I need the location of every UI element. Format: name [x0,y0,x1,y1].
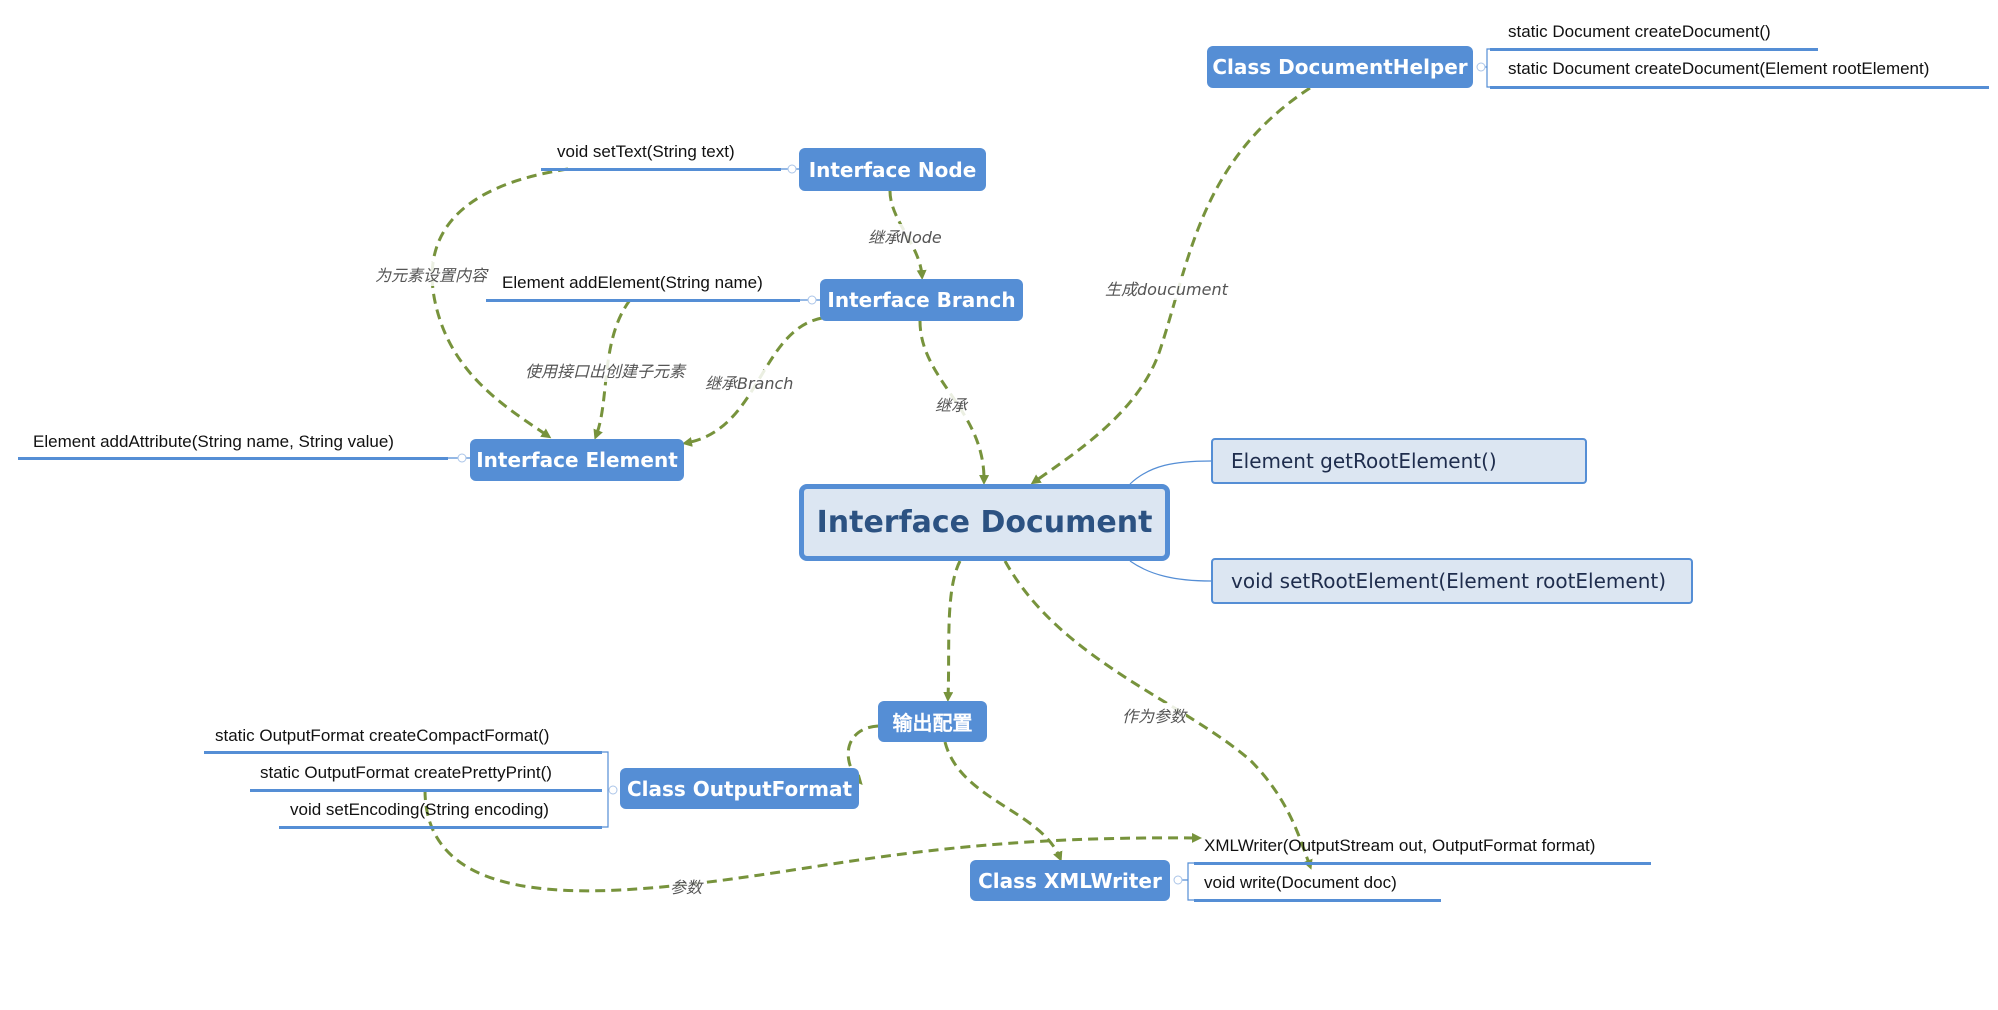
method-underline [204,751,602,754]
collapse-handle-icon [1476,62,1486,72]
connector-root-setroot [1129,560,1212,582]
topic-class-output-format[interactable]: Class OutputFormat [620,768,859,809]
method-add-attribute[interactable]: Element addAttribute(String name, String… [33,432,394,451]
relation-label-inherit: 继承 [935,392,968,416]
method-write-document[interactable]: void write(Document doc) [1204,873,1397,892]
relation-label-inherit-node: 继承Node [868,224,942,248]
relation-settext-element [430,167,569,439]
method-set-text[interactable]: void setText(String text) [557,142,735,161]
relation-document-outputconfig [943,560,962,702]
method-create-document[interactable]: static Document createDocument() [1508,22,1771,41]
connector-root-getroot [1129,460,1212,485]
method-underline [250,789,602,792]
method-underline [279,826,602,829]
method-underline [1194,862,1651,865]
collapse-handle-icon [807,295,817,305]
method-create-compact-format[interactable]: static OutputFormat createCompactFormat(… [215,726,550,745]
topic-class-xml-writer[interactable]: Class XMLWriter [970,860,1170,901]
topic-interface-branch[interactable]: Interface Branch [820,279,1023,321]
method-create-document-root[interactable]: static Document createDocument(Element r… [1508,59,1930,78]
collapse-handle-icon [608,785,618,795]
method-underline [541,168,781,171]
method-create-pretty-print[interactable]: static OutputFormat createPrettyPrint() [260,763,552,782]
method-set-encoding[interactable]: void setEncoding(String encoding) [290,800,549,819]
relation-label-create-child: 使用接口出创建子元素 [525,358,686,382]
collapse-handle-icon [787,164,797,174]
relation-label-set-content: 为元素设置内容 [375,262,488,286]
relation-label-inherit-branch: 继承Branch [705,370,794,394]
topic-interface-node[interactable]: Interface Node [799,148,986,191]
topic-interface-element[interactable]: Interface Element [470,439,684,481]
method-underline [1194,899,1441,902]
method-add-element[interactable]: Element addElement(String name) [502,273,763,292]
topic-output-config[interactable]: 输出配置 [878,701,987,742]
relation-outputconfig-xmlwriter [943,741,1063,862]
relation-label-parameter: 参数 [670,874,703,898]
relation-document-write [1003,560,1313,870]
method-underline [18,457,448,460]
relation-label-as-parameter: 作为参数 [1122,703,1187,727]
subtopic-set-root-element[interactable]: void setRootElement(Element rootElement) [1211,558,1693,604]
subtopic-get-root-element[interactable]: Element getRootElement() [1211,438,1587,484]
collapse-handle-icon [457,453,467,463]
method-underline [486,299,800,302]
relation-branch-element [682,316,823,447]
relation-addelement-element [593,299,632,440]
topic-class-document-helper[interactable]: Class DocumentHelper [1207,46,1473,88]
relation-node-branch [888,190,927,280]
relation-label-generate-document: 生成doucument [1105,276,1228,300]
collapse-handle-icon [1173,875,1183,885]
method-xmlwriter-constructor[interactable]: XMLWriter(OutputStream out, OutputFormat… [1204,836,1596,855]
root-topic-interface-document[interactable]: Interface Document [799,484,1170,561]
method-underline [1490,86,1989,89]
method-underline [1490,48,1818,51]
